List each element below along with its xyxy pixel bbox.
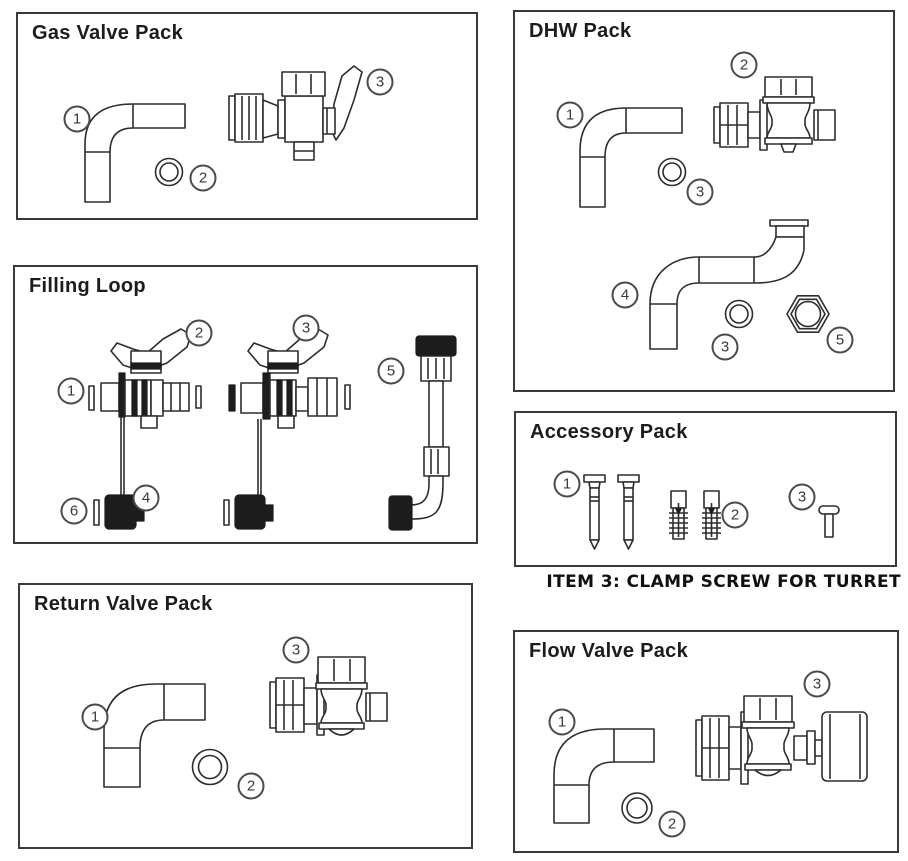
clamp-screw-drawing [818, 505, 840, 538]
flow-valve-gauge-drawing [695, 695, 868, 785]
panel-title: Accessory Pack [530, 421, 688, 443]
flow-valve-pack-panel: Flow Valve Pack [513, 630, 899, 853]
callout-1: 1 [81, 703, 109, 731]
wall-plugs-drawing [669, 490, 721, 540]
washer-drawing [154, 157, 184, 187]
blanking-cap-drawing [93, 494, 145, 530]
washer-drawing [724, 299, 754, 329]
callout-2: 2 [730, 51, 758, 79]
flow-valve-pack-drawing [553, 695, 868, 824]
gas-valve-pack-panel: Gas Valve Pack [16, 12, 478, 220]
accessory-pack-panel: Accessory Pack [514, 411, 897, 567]
callout-3: 3 [788, 483, 816, 511]
return-valve-drawing [269, 656, 388, 736]
callout-5: 5 [826, 326, 854, 354]
callout-1: 1 [548, 708, 576, 736]
callout-3: 3 [366, 68, 394, 96]
panel-title: Return Valve Pack [34, 593, 213, 615]
filling-loop-drawing [88, 328, 457, 531]
panel-title: Gas Valve Pack [32, 22, 183, 44]
callout-2: 2 [237, 772, 265, 800]
washer-drawing [191, 748, 229, 786]
flexi-hose-drawing [388, 335, 457, 531]
hex-nut-drawing [786, 294, 830, 334]
ball-valve-left-drawing [88, 328, 202, 495]
elbow-pipe-drawing [103, 683, 206, 788]
washer-drawing [657, 157, 687, 187]
callout-1: 1 [553, 470, 581, 498]
panel-title: Filling Loop [29, 275, 146, 297]
gas-valve-drawing [228, 65, 363, 161]
panel-title: Flow Valve Pack [529, 640, 689, 662]
ball-valve-right-drawing [228, 328, 351, 495]
callout-2: 2 [189, 164, 217, 192]
elbow-pipe-drawing [579, 107, 683, 208]
dhw-pack-drawing [579, 76, 836, 350]
elbow-pipe-drawing [553, 728, 655, 824]
callout-3: 3 [292, 314, 320, 342]
filling-loop-panel: Filling Loop [13, 265, 478, 544]
callout-2: 2 [185, 319, 213, 347]
callout-2: 2 [721, 501, 749, 529]
return-valve-pack-drawing [103, 656, 388, 788]
screws-drawing [583, 474, 640, 550]
washer-drawing [621, 792, 653, 824]
callout-1: 1 [556, 101, 584, 129]
callout-1: 1 [63, 105, 91, 133]
callout-3b: 3 [711, 333, 739, 361]
callout-3: 3 [803, 670, 831, 698]
callout-4: 4 [132, 484, 160, 512]
dhw-valve-drawing [713, 76, 836, 153]
dhw-pack-panel: DHW Pack [513, 10, 895, 392]
return-valve-pack-panel: Return Valve Pack [18, 583, 473, 849]
callout-3: 3 [686, 178, 714, 206]
callout-2: 2 [658, 810, 686, 838]
elbow-pipe-drawing [84, 103, 186, 203]
s-bend-pipe-drawing [649, 219, 809, 350]
callout-3: 3 [282, 636, 310, 664]
callout-1: 1 [57, 377, 85, 405]
callout-4: 4 [611, 281, 639, 309]
panel-title: DHW Pack [529, 20, 632, 42]
callout-6: 6 [60, 497, 88, 525]
blanking-cap-drawing [223, 494, 274, 530]
accessory-caption: ITEM 3: CLAMP SCREW FOR TURRET [546, 572, 901, 592]
gas-valve-pack-drawing [84, 65, 363, 203]
accessory-pack-drawing [583, 474, 840, 550]
callout-5: 5 [377, 357, 405, 385]
